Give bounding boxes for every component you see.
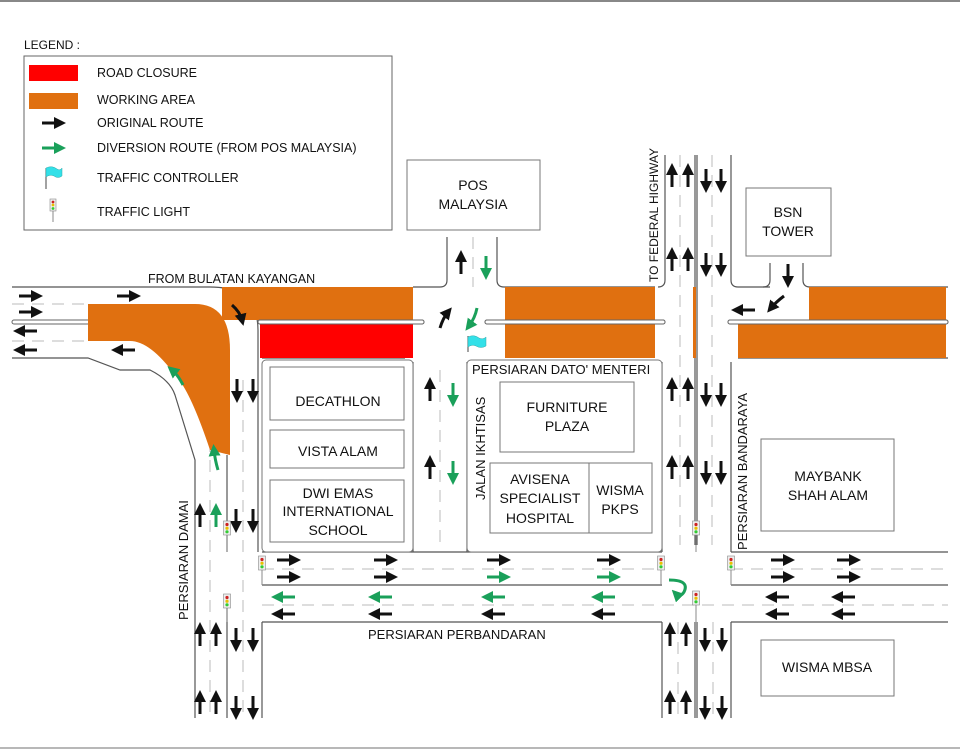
building-avisena — [489, 462, 590, 534]
legend-label-traffic-controller: TRAFFIC CONTROLLER — [97, 171, 239, 185]
wisma-mbsa-label: WISMA MBSA — [782, 659, 873, 675]
avisena-label: AVISENA — [510, 471, 570, 487]
legend-label-road-closure: ROAD CLOSURE — [97, 66, 197, 80]
vista-alam-label: VISTA ALAM — [298, 443, 378, 459]
traffic-light-icon — [692, 590, 700, 622]
decathlon-label: DECATHLON — [295, 393, 380, 409]
building-wisma-mbsa — [760, 639, 895, 697]
road-label-damai: PERSIARAN DAMAI — [176, 500, 191, 620]
avisena-label: HOSPITAL — [506, 510, 574, 526]
maybank-label: SHAH ALAM — [788, 487, 868, 503]
building-pos-malaysia — [406, 159, 541, 231]
diversion-turn-arrow-icon — [167, 366, 185, 386]
furniture-plaza-label: FURNITURE — [527, 399, 608, 415]
road-label-federal-highway: TO FEDERAL HIGHWAY — [647, 148, 661, 282]
traffic-controller-flag-icon — [45, 166, 63, 189]
route-arrows — [13, 163, 861, 720]
traffic-light-icon — [223, 520, 231, 552]
building-vista-alam — [269, 429, 405, 469]
traffic-lights — [223, 520, 735, 622]
original-turn-arrow-icon — [438, 307, 452, 329]
road-labels: FROM BULATAN KAYANGAN TO FEDERAL HIGHWAY… — [148, 148, 750, 642]
work-zones — [88, 287, 949, 455]
building-wisma-pkps — [588, 462, 653, 534]
wisma-pkps-label: WISMA — [596, 482, 644, 498]
traffic-light-icon — [49, 198, 57, 222]
traffic-light-icon — [223, 593, 231, 622]
working-area-zone — [738, 324, 946, 358]
original-turn-arrow-icon — [230, 303, 247, 326]
working-area-zone — [222, 287, 413, 320]
diversion-turn-arrow-icon — [668, 578, 687, 603]
traffic-controller-flag-icon — [467, 335, 487, 352]
road-label-bulatan-kayangan: FROM BULATAN KAYANGAN — [148, 272, 315, 286]
road-label-dato-menteri: PERSIARAN DATO' MENTERI — [472, 362, 650, 377]
pos-malaysia-label: POS — [458, 177, 488, 193]
building-decathlon — [269, 366, 405, 421]
legend: LEGEND : ROAD CLOSURE WORKING AREA ORIGI… — [23, 38, 393, 231]
building-dwi-emas — [269, 479, 405, 543]
maybank-label: MAYBANK — [794, 468, 862, 484]
working-area-zone — [88, 304, 230, 455]
traffic-light-icon — [657, 555, 665, 585]
frame-top-border — [0, 0, 960, 2]
working-area-zone — [809, 287, 946, 320]
traffic-light-icon — [258, 555, 266, 585]
legend-label-traffic-light: TRAFFIC LIGHT — [97, 205, 190, 219]
legend-label-diversion-route: DIVERSION ROUTE (FROM POS MALAYSIA) — [97, 141, 357, 155]
legend-label-original-route: ORIGINAL ROUTE — [97, 116, 204, 130]
buildings: POS MALAYSIA BSN TOWER DECATHLON VISTA A… — [261, 159, 895, 697]
bsn-tower-label: TOWER — [762, 223, 814, 239]
frame-bottom-border — [0, 747, 960, 749]
diversion-turn-arrow-icon — [208, 444, 221, 471]
road-closure-zone — [260, 324, 413, 358]
traffic-light-icon — [692, 520, 700, 552]
traffic-light-icon — [727, 555, 735, 585]
building-furniture-plaza — [499, 381, 635, 453]
legend-box — [23, 55, 393, 231]
road-label-perbandaran: PERSIARAN PERBANDARAN — [368, 627, 546, 642]
working-area-swatch — [29, 93, 78, 109]
working-area-zone — [693, 287, 696, 358]
road-closure-swatch — [29, 65, 78, 81]
road-label-jalan-ikhtisas: JALAN IKHTISAS — [473, 396, 488, 500]
diversion-turn-arrow-icon — [465, 307, 479, 331]
original-turn-arrow-icon — [767, 294, 785, 313]
pos-malaysia-label: MALAYSIA — [439, 196, 509, 212]
dwi-emas-label: INTERNATIONAL — [283, 503, 394, 519]
dwi-emas-label: SCHOOL — [308, 522, 367, 538]
wisma-pkps-label: PKPS — [601, 501, 638, 517]
bsn-tower-label: BSN — [774, 204, 803, 220]
building-maybank — [760, 438, 895, 532]
building-bsn-tower — [745, 187, 832, 257]
legend-title: LEGEND : — [24, 38, 80, 52]
furniture-plaza-label: PLAZA — [545, 418, 590, 434]
legend-label-working-area: WORKING AREA — [97, 93, 196, 107]
avisena-label: SPECIALIST — [500, 490, 581, 506]
road-label-bandaraya: PERSIARAN BANDARAYA — [735, 393, 750, 550]
dwi-emas-label: DWI EMAS — [303, 485, 374, 501]
